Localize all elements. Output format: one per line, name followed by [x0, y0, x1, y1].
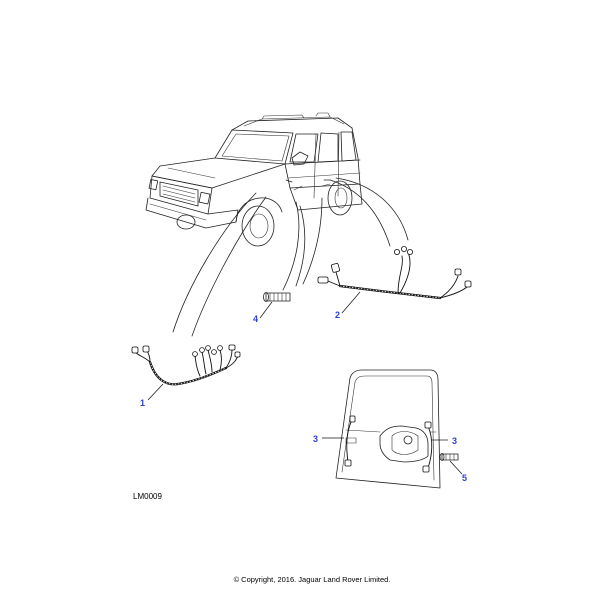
callout-grommet-upper: 4 [253, 314, 258, 324]
reference-code: LM0009 [133, 492, 162, 501]
callout-harness-sill: 2 [335, 310, 340, 320]
grommet-upper [263, 292, 291, 302]
callout-door-right: 3 [452, 436, 457, 446]
callout-leaders [147, 291, 463, 475]
callout-door-left: 3 [313, 434, 318, 444]
vehicle-illustration [145, 112, 363, 247]
tailgate-illustration [335, 369, 441, 489]
leader-curves [172, 177, 409, 337]
callout-grommet-lower: 5 [462, 473, 467, 483]
harness-sill [317, 245, 472, 300]
copyright-notice: © Copyright, 2016. Jaguar Land Rover Lim… [234, 575, 391, 584]
grommet-lower [439, 453, 459, 461]
callout-harness-main: 1 [140, 398, 145, 408]
harness-main [131, 344, 241, 386]
